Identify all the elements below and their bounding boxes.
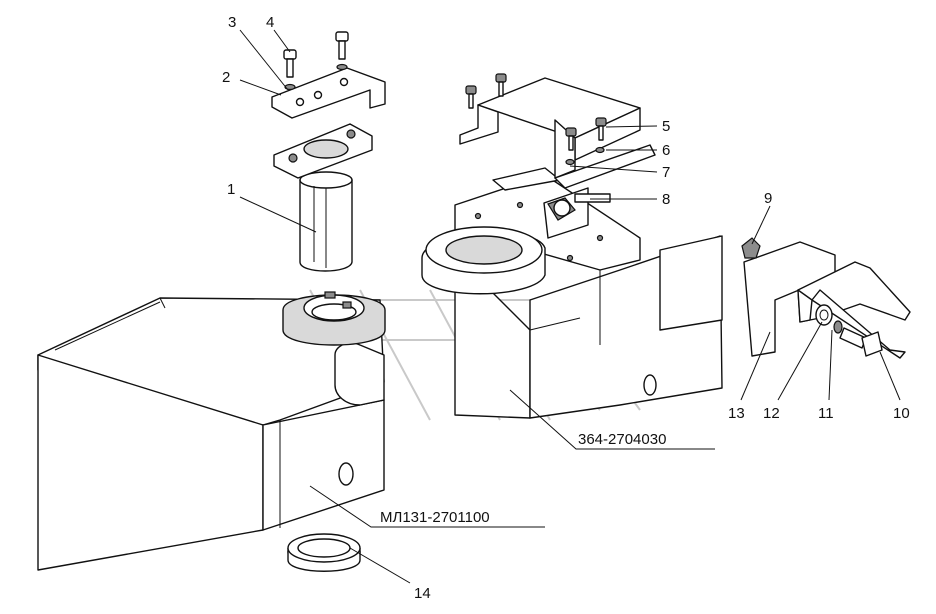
bolt-8 [547, 193, 611, 221]
bolt-4 [283, 31, 349, 78]
callout-1: 1 [227, 181, 235, 198]
stop-assembly [741, 237, 911, 359]
bolt-5 [465, 73, 607, 151]
callout-13: 13 [728, 405, 745, 422]
callout-4: 4 [266, 14, 274, 31]
callout-2: 2 [222, 69, 230, 86]
callout-7: 7 [662, 164, 670, 181]
callout-labels: 1 2 3 4 5 6 7 8 9 10 11 12 13 14 364-270… [222, 14, 910, 602]
part-number-frame: МЛ131-2701100 [380, 509, 490, 526]
part-number-support: 364-2704030 [578, 431, 666, 448]
support-housing [421, 167, 723, 419]
callout-14: 14 [414, 585, 431, 602]
bushing-assembly [271, 31, 386, 272]
leader-lines [239, 29, 901, 584]
frame-casting [37, 291, 386, 571]
callout-11: 11 [818, 405, 834, 422]
callout-12: 12 [763, 405, 780, 422]
callout-9: 9 [764, 190, 772, 207]
bracket-assembly [459, 73, 656, 239]
ring-14 [287, 533, 361, 572]
callout-5: 5 [662, 118, 670, 135]
callout-6: 6 [662, 142, 670, 159]
callout-10: 10 [893, 405, 910, 422]
callout-3: 3 [228, 14, 236, 31]
callout-8: 8 [662, 191, 670, 208]
